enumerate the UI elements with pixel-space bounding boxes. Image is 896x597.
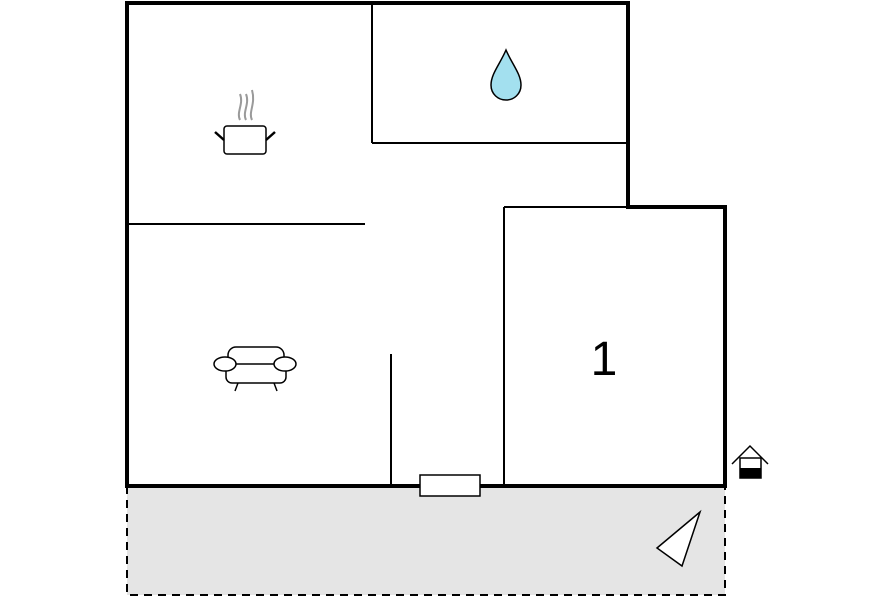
terrace (126, 486, 726, 596)
terrace-area (127, 486, 725, 595)
sofa-seat (225, 363, 287, 384)
pot-handle-left (214, 131, 225, 141)
house-roof (731, 444, 769, 465)
sofa-leg-left (234, 382, 239, 392)
sofa-icon (213, 346, 297, 392)
water-drop-icon (490, 48, 522, 101)
pot-handle-right (265, 131, 276, 141)
outer-walls (125, 1, 727, 488)
sofa-leg-right (273, 382, 278, 392)
terrace-dashed-border (126, 486, 726, 596)
house-base (740, 468, 761, 478)
front-door (419, 474, 481, 497)
pot-body (223, 125, 267, 155)
cooking-pot-icon (214, 89, 276, 155)
bedroom-number: 1 (591, 333, 618, 386)
sofa-arm-right (273, 356, 297, 372)
house-entrance-icon (731, 444, 769, 479)
sofa-arm-left (213, 356, 237, 372)
steam-lines (237, 89, 255, 121)
interior-walls (127, 3, 628, 486)
compass-arrow-icon (655, 509, 702, 568)
